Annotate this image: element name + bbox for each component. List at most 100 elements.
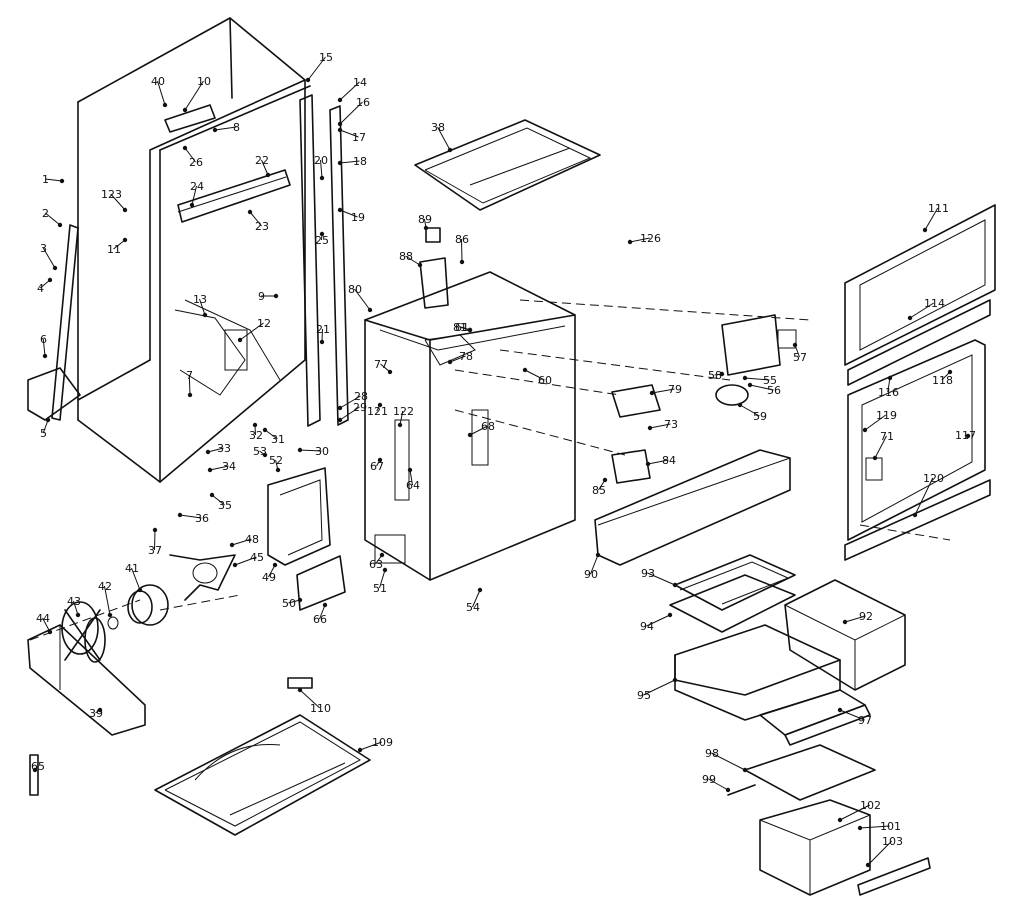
fastener-dot [107,612,113,618]
part-label-34: 34 [207,460,236,473]
side-trim [27,224,81,421]
leader-line [647,459,669,465]
part-number: 37 [148,544,162,557]
part-number: 50 [282,597,296,610]
fastener-dot [865,862,871,868]
part-number: 101 [880,820,901,833]
part-number: 16 [356,96,370,109]
part-label-10: 10 [182,75,211,113]
part-label-17: 17 [337,127,366,144]
leader-line [320,159,323,179]
fastener-dot [667,612,673,618]
part-label-39: 39 [89,707,103,720]
part-label-18: 18 [337,155,367,168]
leader-line [399,410,404,426]
fastener-dot [232,562,238,568]
part-label-50: 50 [282,597,303,610]
leader-line [864,414,887,431]
fastener-dot [59,178,65,184]
part-number: 26 [189,156,203,169]
leader-line [261,159,269,176]
part-label-119: 119 [862,409,897,433]
part-number: 98 [705,747,719,760]
leader-line [874,435,887,459]
part-label-28: 28 [337,390,368,411]
part-label-8: 8 [212,121,240,134]
fastener-dot [672,677,678,683]
fastener-dot [47,277,53,283]
leader-line [211,494,225,506]
fastener-dot [602,477,608,483]
leader-line [524,369,545,381]
part-number: 56 [767,384,781,397]
part-number: 73 [664,418,678,431]
part-number: 58 [708,369,722,382]
inner-liner [364,271,576,581]
part-label-114: 114 [907,297,945,321]
fastener-dot [459,259,465,265]
part-number: 51 [373,582,387,595]
leader-line [339,395,361,409]
part-number: 19 [351,211,365,224]
leader-line [239,322,264,341]
part-label-21: 21 [316,323,330,345]
hinge-rail [299,94,349,427]
leader-line [42,338,46,357]
leader-line [472,589,481,608]
part-label-90: 90 [584,552,601,581]
part-label-67: 67 [370,457,384,473]
part-number: 92 [859,610,873,623]
part-number: 86 [455,233,469,246]
fastener-dot [337,405,343,411]
fastener-dot [337,160,343,166]
part-label-101: 101 [857,820,901,833]
part-label-29: 29 [337,401,367,423]
leader-line [647,572,676,586]
part-number: 88 [399,250,413,263]
part-label-97: 97 [837,707,872,727]
part-label-54: 54 [466,587,483,614]
part-number: 39 [89,707,103,720]
leader-line [749,384,774,391]
fastener-dot [912,512,918,518]
part-number: 89 [418,213,432,226]
leader-line [744,377,770,381]
part-label-26: 26 [182,145,203,169]
fastener-dot [737,402,743,408]
part-label-14: 14 [337,76,367,103]
fastener-dot [467,327,473,333]
fastener-dot [837,707,843,713]
leader-line [299,449,322,452]
leader-line [42,247,56,269]
fastener-dot [447,147,453,153]
leader-line [867,840,893,866]
part-label-24: 24 [189,180,204,208]
leader-line [319,604,326,620]
part-number: 2 [42,207,49,220]
part-label-32: 32 [249,422,263,442]
part-number: 35 [218,499,232,512]
part-label-58: 58 [708,369,725,382]
part-number: 42 [98,580,112,593]
part-label-89: 89 [418,213,432,231]
fastener-dot [237,337,243,343]
part-number: 117 [955,429,976,442]
part-label-57: 57 [792,342,807,364]
part-number: 84 [662,454,676,467]
fastener-dot [965,433,971,439]
leader-line [231,538,252,546]
leader-line [359,741,382,751]
door-gasket [844,204,996,561]
fastener-dot [212,127,218,133]
part-label-3: 3 [40,242,58,271]
part-number: 57 [793,351,807,364]
fastener-dot [747,382,753,388]
part-number: 21 [316,323,330,336]
part-label-44: 44 [36,612,53,635]
part-number: 94 [640,620,654,633]
part-number: 49 [262,571,276,584]
part-label-22: 22 [255,154,271,178]
drain-pan [154,677,371,836]
leader-line [339,160,360,164]
fastener-dot [305,77,311,83]
